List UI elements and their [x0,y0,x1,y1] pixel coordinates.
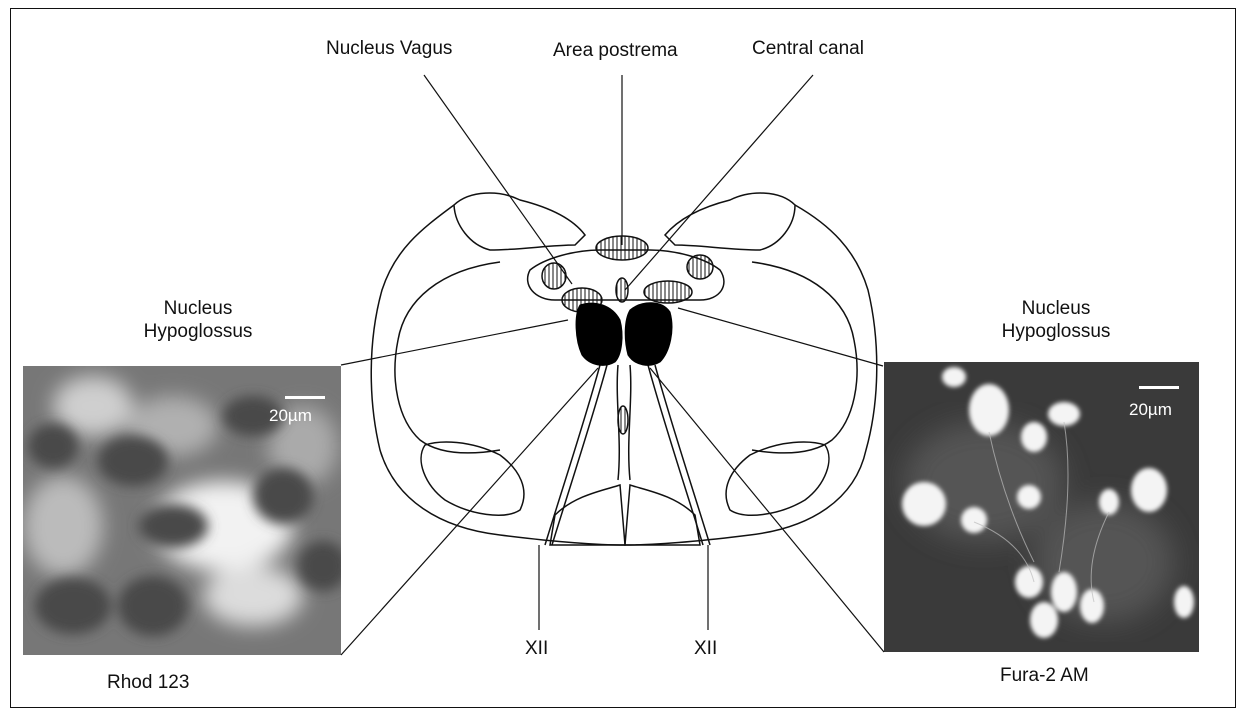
fura2-label: Fura-2 AM [1000,665,1089,688]
right-nucleus-hypoglossus-label: Nucleus Hypoglossus [976,298,1136,344]
left-nucleus-line1: Nucleus [118,298,278,321]
right-nucleus-line1: Nucleus [976,298,1136,321]
left-vagus-nucleus-region [542,263,566,289]
right-nucleus-line2: Hypoglossus [976,321,1136,344]
nucleus-vagus-label: Nucleus Vagus [326,38,452,61]
right-vagus-nucleus-region [687,255,713,279]
left-hypoglossal-nucleus [576,303,622,365]
xii-left-label: XII [525,638,548,661]
area-postrema-label: Area postrema [553,40,678,63]
rhod123-label: Rhod 123 [107,672,189,695]
central-canal-label: Central canal [752,38,864,61]
left-nucleus-hypoglossus-label: Nucleus Hypoglossus [118,298,278,344]
left-nucleus-line2: Hypoglossus [118,321,278,344]
xii-right-label: XII [694,638,717,661]
right-hypoglossal-nucleus [625,303,672,366]
